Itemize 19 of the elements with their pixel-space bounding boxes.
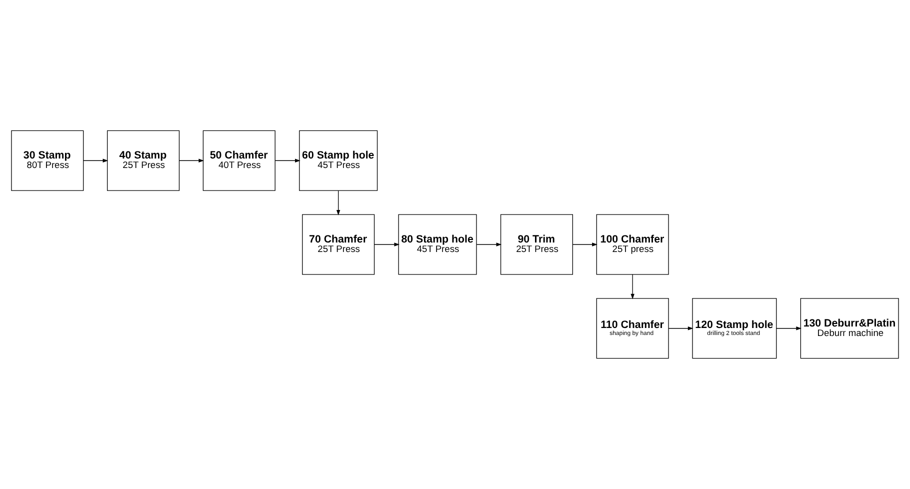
arrow (274, 158, 300, 162)
node-box: 60 Stamp hole 45T Press (299, 130, 378, 191)
node-box: 30 Stamp 80T Press (11, 130, 84, 191)
arrow (179, 158, 204, 162)
arrow (776, 326, 802, 330)
arrow (668, 326, 694, 330)
arrow (374, 242, 400, 246)
arrow (572, 242, 598, 246)
arrow (336, 190, 340, 216)
node-box: 100 Chamfer 25T press (596, 214, 669, 275)
arrow (630, 274, 634, 300)
node-box: 80 Stamp hole 45T Press (398, 214, 477, 275)
node-box: 130 Deburr&Platin Deburr machine (800, 298, 899, 359)
node-box: 40 Stamp 25T Press (107, 130, 180, 191)
node-box: 50 Chamfer 40T Press (202, 130, 276, 191)
node-box: 90 Trim 25T Press (500, 214, 573, 275)
node-box: 70 Chamfer 25T Press (302, 214, 375, 275)
arrow (83, 158, 108, 162)
arrow (476, 242, 502, 246)
